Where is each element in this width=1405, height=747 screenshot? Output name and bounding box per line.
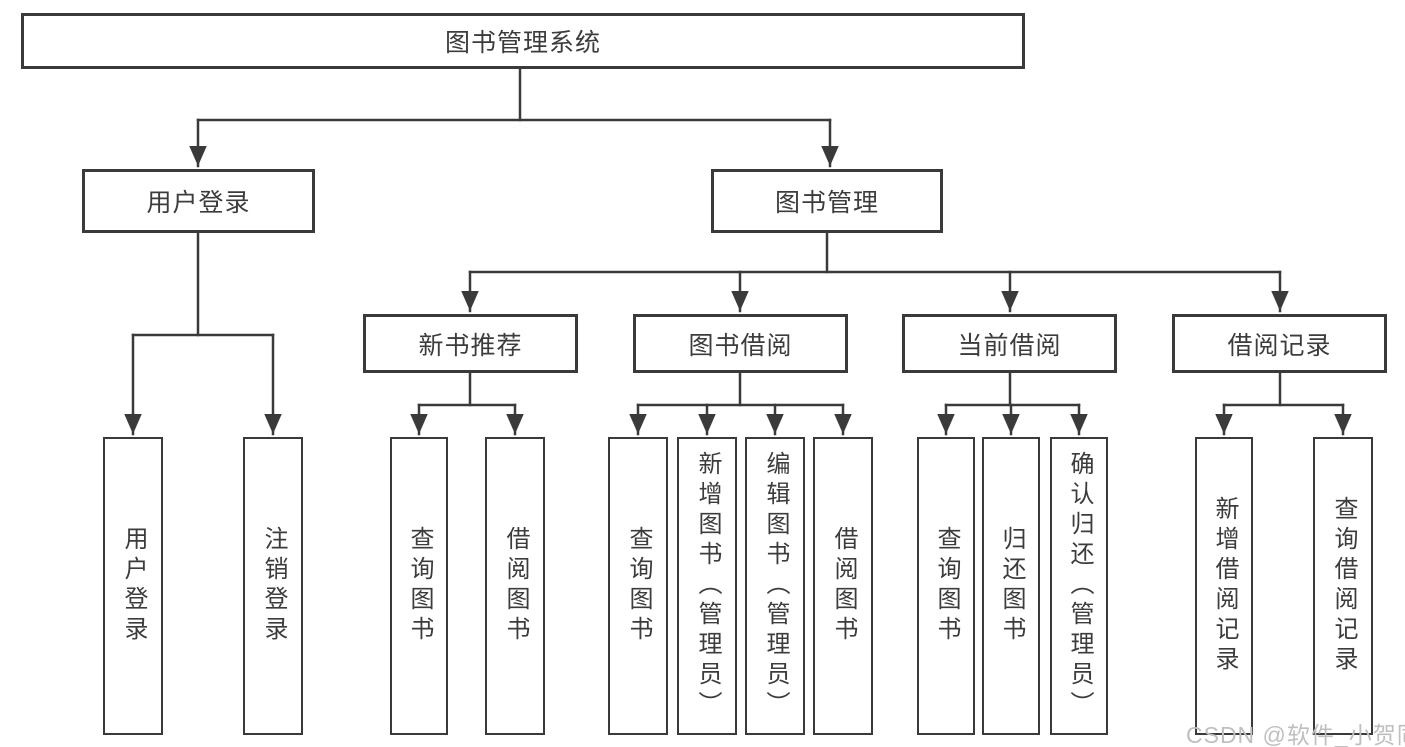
leaf-confirm-return-admin: 确认归还（管理员） <box>1050 437 1108 735</box>
node-user-login: 用户登录 <box>82 169 315 233</box>
leaf-add-books-admin: 新增图书（管理员） <box>677 437 737 735</box>
node-root-library-system: 图书管理系统 <box>21 13 1025 69</box>
leaf-logout: 注销登录 <box>243 437 303 735</box>
node-user-login-label: 用户登录 <box>146 189 251 217</box>
leaf-label: 查询借阅记录 <box>1330 496 1357 676</box>
leaf-query-books-3: 查询图书 <box>917 437 975 735</box>
leaf-label: 查询图书 <box>933 526 960 646</box>
leaf-label: 用户登录 <box>120 526 147 646</box>
node-book-management-label: 图书管理 <box>774 189 879 217</box>
csdn-watermark: CSDN @软件_小贺同学 <box>1186 722 1405 747</box>
leaf-return-books: 归还图书 <box>982 437 1040 735</box>
leaf-edit-books-admin: 编辑图书（管理员） <box>745 437 805 735</box>
leaf-label: 确认归还（管理员） <box>1066 451 1093 721</box>
node-new-book-recommend-label: 新书推荐 <box>418 331 523 360</box>
node-borrow-records: 借阅记录 <box>1172 314 1387 373</box>
leaf-label: 编辑图书（管理员） <box>762 451 789 721</box>
leaf-query-books-1: 查询图书 <box>390 437 448 735</box>
node-current-borrow: 当前借阅 <box>902 314 1117 373</box>
leaf-borrow-books-1: 借阅图书 <box>485 437 545 735</box>
leaf-label: 新增图书（管理员） <box>694 451 721 721</box>
node-book-borrow: 图书借阅 <box>633 314 848 373</box>
leaf-label: 查询图书 <box>406 526 433 646</box>
leaf-label: 借阅图书 <box>502 526 529 646</box>
leaf-label: 查询图书 <box>625 526 652 646</box>
node-book-management: 图书管理 <box>711 169 943 233</box>
leaf-borrow-books-2: 借阅图书 <box>813 437 873 735</box>
node-book-borrow-label: 图书借阅 <box>688 331 793 360</box>
leaf-label: 归还图书 <box>998 526 1025 646</box>
leaf-user-login: 用户登录 <box>103 437 163 735</box>
leaf-label: 新增借阅记录 <box>1211 496 1238 676</box>
leaf-query-books-2: 查询图书 <box>608 437 668 735</box>
leaf-label: 借阅图书 <box>830 526 857 646</box>
node-current-borrow-label: 当前借阅 <box>957 331 1062 360</box>
node-borrow-records-label: 借阅记录 <box>1227 331 1332 360</box>
leaf-query-borrow-record: 查询借阅记录 <box>1313 437 1373 735</box>
node-new-book-recommend: 新书推荐 <box>363 314 578 373</box>
node-root-label: 图书管理系统 <box>444 29 601 57</box>
leaf-add-borrow-record: 新增借阅记录 <box>1195 437 1253 735</box>
leaf-label: 注销登录 <box>260 526 287 646</box>
